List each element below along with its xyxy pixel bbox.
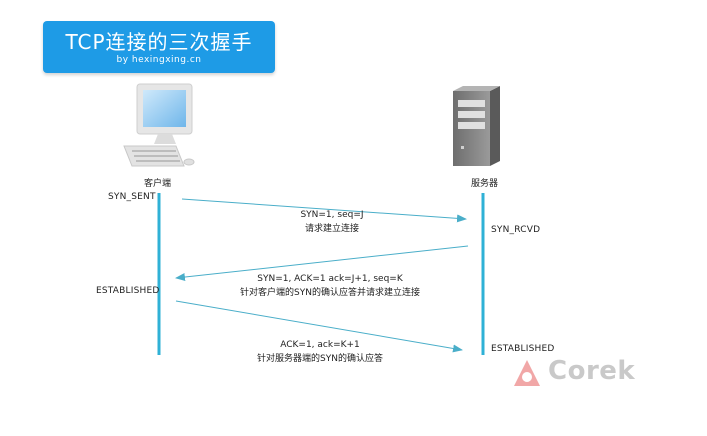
- watermark: Corek: [508, 353, 635, 389]
- state-client-established: ESTABLISHED: [96, 286, 160, 296]
- client-label: 客户端: [144, 179, 172, 189]
- message-3-description: 针对服务器端的SYN的确认应答: [257, 354, 383, 364]
- watermark-logo-icon: [514, 360, 540, 386]
- message-2-description: 针对客户端的SYN的确认应答并请求建立连接: [240, 288, 420, 298]
- state-syn-sent: SYN_SENT: [108, 192, 156, 202]
- state-server-established: ESTABLISHED: [491, 344, 555, 354]
- client-computer-icon: [123, 83, 195, 167]
- message-1-description: 请求建立连接: [304, 224, 359, 234]
- message-1-fields: SYN=1, seq=J: [300, 210, 364, 220]
- diagram-subtitle: by hexingxing.cn: [116, 55, 202, 65]
- message-2-label: SYN=1, ACK=1 ack=J+1, seq=K 针对客户端的SYN的确认…: [200, 272, 460, 300]
- message-2-arrow: [175, 245, 469, 281]
- message-2-fields: SYN=1, ACK=1 ack=J+1, seq=K: [257, 274, 403, 284]
- server-tower-icon: [453, 86, 500, 166]
- message-1-arrow: [181, 198, 467, 223]
- watermark-text: Corek: [548, 356, 636, 386]
- title-banner: TCP连接的三次握手 by hexingxing.cn: [43, 21, 275, 73]
- message-3-arrow: [175, 300, 463, 353]
- state-syn-rcvd: SYN_RCVD: [491, 225, 541, 235]
- message-3-fields: ACK=1, ack=K+1: [280, 340, 360, 350]
- diagram-title: TCP连接的三次握手: [65, 30, 253, 54]
- message-3-label: ACK=1, ack=K+1 针对服务器端的SYN的确认应答: [240, 338, 400, 366]
- message-1-label: SYN=1, seq=J 请求建立连接: [262, 208, 402, 236]
- server-label: 服务器: [471, 179, 499, 189]
